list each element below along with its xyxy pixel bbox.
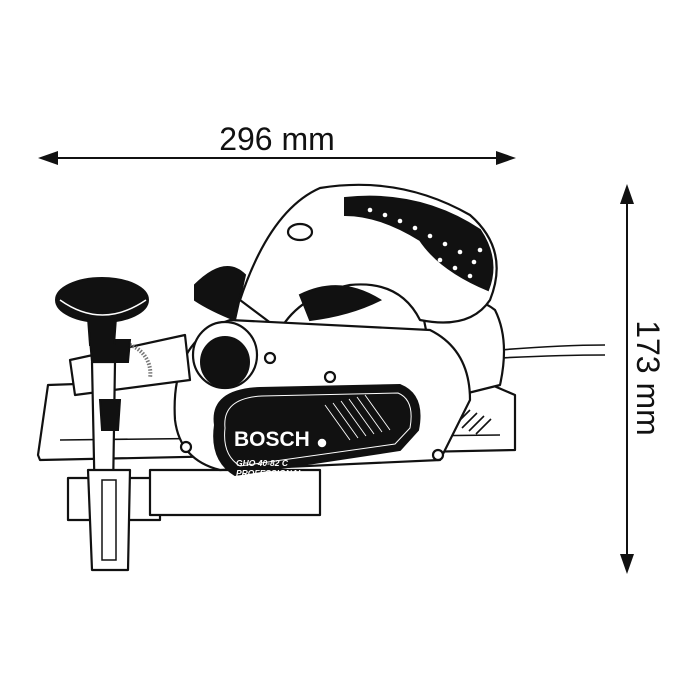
knob-stem — [86, 317, 118, 346]
scale-ticks — [129, 343, 153, 379]
cover-screw — [316, 437, 328, 449]
power-cord — [499, 344, 606, 359]
cover-grille — [324, 394, 391, 441]
guide-fence — [86, 468, 132, 572]
guide-lock-screw — [98, 399, 122, 431]
arrow-down-icon — [620, 554, 634, 574]
belt-cover — [213, 383, 421, 477]
grip-dots — [367, 207, 483, 279]
width-dimension: 296 mm — [38, 121, 516, 165]
width-label: 296 mm — [219, 121, 335, 157]
screws — [179, 351, 445, 462]
chip-ejector — [200, 336, 250, 388]
product-line: PROFESSIONAL — [236, 468, 303, 478]
brand-logo: BOSCH — [234, 428, 310, 451]
arrow-right-icon — [496, 151, 516, 165]
height-label: 173 mm — [630, 320, 666, 436]
planer-illustration: BOSCH GHO 40-82 C PROFESSIONAL — [36, 183, 606, 572]
vent-slots — [454, 409, 492, 435]
arrow-up-icon — [620, 184, 634, 204]
height-dimension: 173 mm — [620, 184, 666, 574]
arrow-left-icon — [38, 151, 58, 165]
model-name: GHO 40-82 C — [236, 458, 289, 468]
trigger-lock — [286, 222, 314, 242]
